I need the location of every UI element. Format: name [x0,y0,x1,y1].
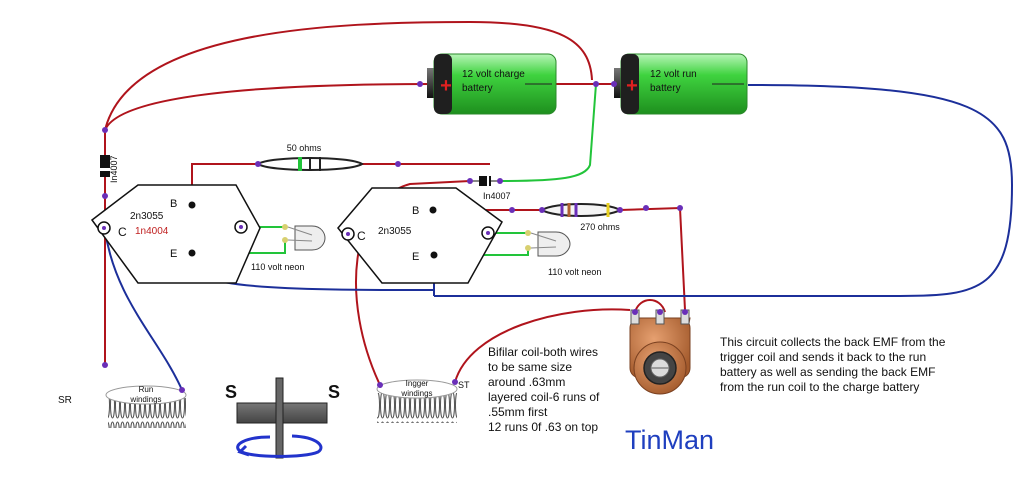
charge-battery-label-2: battery [462,83,493,94]
transistor-left-b: B [170,198,177,210]
transistor-right-b: B [412,205,419,217]
bifilar-line-5: .55mm first [488,405,548,419]
trigger-coil: Ingger windings ST [376,379,470,423]
wire-left-collector [104,229,183,391]
diode-transistor-label: 1n4004 [135,226,169,237]
run-battery-label-2: battery [650,83,681,94]
bifilar-note: Bifilar coil-both wires to be same size … [488,345,599,435]
wire-outer-loop [104,20,593,365]
diode-left-label: In4007 [109,155,119,183]
potentiometer [629,309,691,395]
charge-battery-plus: + [440,75,452,97]
description-note: This circuit collects the back EMF from … [720,335,945,395]
wire-green-diode [499,83,597,182]
bifilar-line-3: around .63mm [488,375,566,389]
bifilar-line-4: layered coil-6 runs of [488,390,600,404]
run-coil-label-2: windings [129,395,161,404]
diode-left: In4007 [100,155,119,183]
resistor-270-ohms: 270 ohms [540,203,622,232]
wire-run-return [434,84,1014,297]
wire-st-pot [454,308,631,383]
neon-right: 110 volt neon [525,230,601,277]
neon-right-label: 110 volt neon [548,267,601,277]
run-battery: + 12 volt run battery [614,53,748,115]
bifilar-line-2: to be same size [488,360,573,374]
run-coil: Run windings SR [58,385,187,428]
description-line-3: battery as well as sending the back EMF [720,365,936,379]
transistor-right-part: 2n3055 [378,226,412,237]
neon-left: 110 volt neon [251,224,326,272]
run-coil-tag: SR [58,395,72,406]
transistor-right-e: E [412,251,419,263]
trigger-coil-label-2: windings [400,389,432,398]
connection-nodes [102,81,688,393]
run-battery-plus: + [626,75,638,97]
rotor-magnet: S S [225,377,340,459]
diode-mid: In4007 [470,176,511,201]
transistor-left-c: C [118,225,127,239]
author-signature: TinMan [625,425,715,455]
bifilar-line-1: Bifilar coil-both wires [488,345,599,359]
resistor-50-label: 50 ohms [287,143,322,153]
resistor-270-label: 270 ohms [580,222,620,232]
resistor-50-ohms: 50 ohms [256,143,364,171]
charge-battery: + 12 volt charge battery [427,53,557,115]
run-battery-label-1: 12 volt run [650,69,697,80]
description-line-2: trigger coil and sends it back to the ru… [720,350,927,364]
transistor-right-c: C [357,229,366,243]
transistor-right: 2n3055 C B E [337,187,503,284]
magnet-pole-left: S [225,382,237,402]
transistor-left-e: E [170,248,177,260]
trigger-coil-label-1: Ingger [406,379,429,388]
neon-left-label: 110 volt neon [251,262,304,272]
diode-mid-label: In4007 [483,191,511,201]
run-coil-label-1: Run [139,385,154,394]
description-line-4: from the run coil to the charge battery [720,380,920,394]
trigger-coil-tag: ST [458,380,470,390]
magnet-pole-right: S [328,382,340,402]
charge-battery-label-1: 12 volt charge [462,69,525,80]
wire-pot-top [634,299,666,313]
description-line-1: This circuit collects the back EMF from … [720,335,946,349]
bifilar-line-6: 12 runs 0f .63 on top [488,420,599,434]
wire-270-right [619,206,686,311]
wire-charge-plus [104,83,433,131]
transistor-left: 2n3055 1n4004 C B E [90,184,261,284]
transistor-left-part: 2n3055 [130,211,164,222]
